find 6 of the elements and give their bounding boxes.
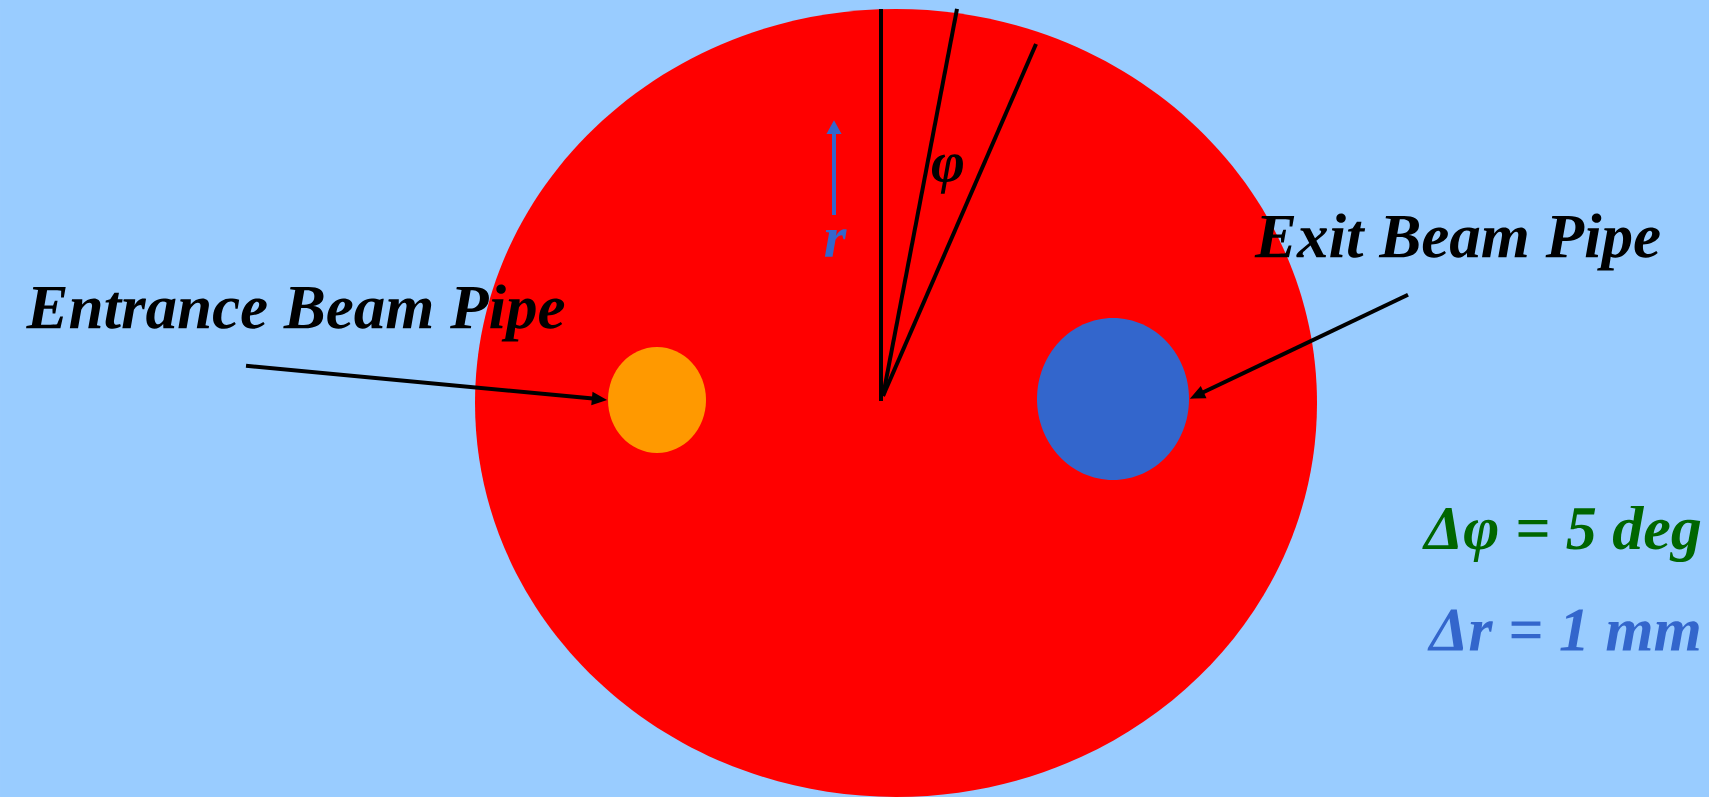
- radius-step-label: Δr = 1 mm: [1427, 609, 1699, 651]
- phi-label: φ: [932, 154, 963, 194]
- pipe-circle: [1037, 318, 1189, 480]
- angle-step-label: Δφ = 5 deg: [1422, 505, 1701, 563]
- pipe-circle: [608, 347, 706, 453]
- r-label: r: [824, 229, 847, 257]
